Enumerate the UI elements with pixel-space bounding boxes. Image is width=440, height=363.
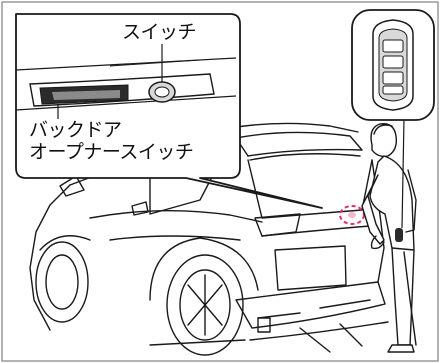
person-illustration — [361, 123, 417, 353]
key-fob-small — [395, 228, 403, 242]
opener-switch-spot — [348, 212, 356, 218]
switch-label: スイッチ — [120, 21, 199, 44]
backdoor-label-line1: バックドア — [29, 119, 122, 141]
key-callout-leader — [401, 117, 405, 229]
opener-switch-highlight — [339, 205, 365, 225]
key-fob-icon — [372, 19, 414, 111]
backdoor-label-line2: オープナースイッチ — [29, 140, 194, 163]
backdoor-opener-switch-label: バックドア オープナースイッチ — [26, 119, 197, 165]
